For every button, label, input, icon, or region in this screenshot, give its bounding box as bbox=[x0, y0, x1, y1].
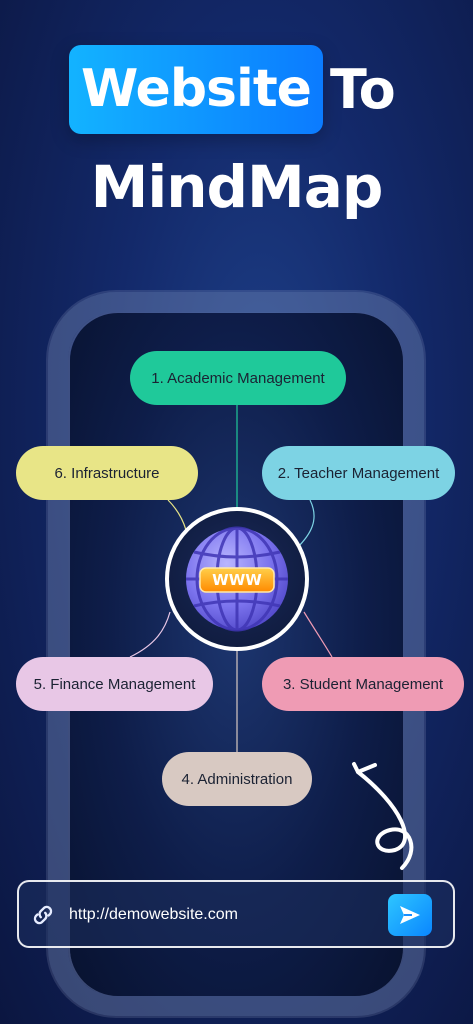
mindmap-node-finance-management[interactable]: 5. Finance Management bbox=[16, 657, 213, 711]
mindmap-node-administration[interactable]: 4. Administration bbox=[162, 752, 312, 806]
globe-www-icon: WWW bbox=[186, 526, 288, 632]
node-label: 3. Student Management bbox=[282, 675, 444, 693]
connector-2 bbox=[296, 499, 315, 549]
connector-5 bbox=[129, 611, 171, 658]
headline-highlight-word: Website bbox=[81, 59, 312, 119]
center-www-label: WWW bbox=[212, 571, 262, 589]
headline-highlight-badge bbox=[69, 45, 323, 134]
mindmap-node-academic-management[interactable]: 1. Academic Management bbox=[130, 351, 346, 405]
headline-word-to: To bbox=[330, 58, 396, 121]
url-input-value[interactable]: http://demowebsite.com bbox=[69, 906, 238, 923]
node-label: 6. Infrastructure bbox=[54, 464, 160, 482]
send-icon bbox=[400, 906, 420, 924]
connector-3 bbox=[303, 611, 333, 658]
node-label: 4. Administration bbox=[181, 770, 293, 788]
send-button[interactable] bbox=[388, 894, 432, 936]
mindmap-node-teacher-management[interactable]: 2. Teacher Management bbox=[262, 446, 455, 500]
headline-line-2: MindMap bbox=[90, 153, 384, 221]
url-input-bar[interactable] bbox=[17, 880, 455, 948]
mindmap-node-infrastructure[interactable]: 6. Infrastructure bbox=[16, 446, 198, 500]
headline: Website To MindMap bbox=[0, 0, 473, 240]
curly-arrow-icon bbox=[352, 762, 414, 870]
node-label: 2. Teacher Management bbox=[277, 464, 440, 482]
mindmap-node-student-management[interactable]: 3. Student Management bbox=[262, 657, 464, 711]
node-label: 1. Academic Management bbox=[151, 369, 325, 387]
link-icon bbox=[33, 905, 53, 925]
node-label: 5. Finance Management bbox=[33, 675, 196, 693]
